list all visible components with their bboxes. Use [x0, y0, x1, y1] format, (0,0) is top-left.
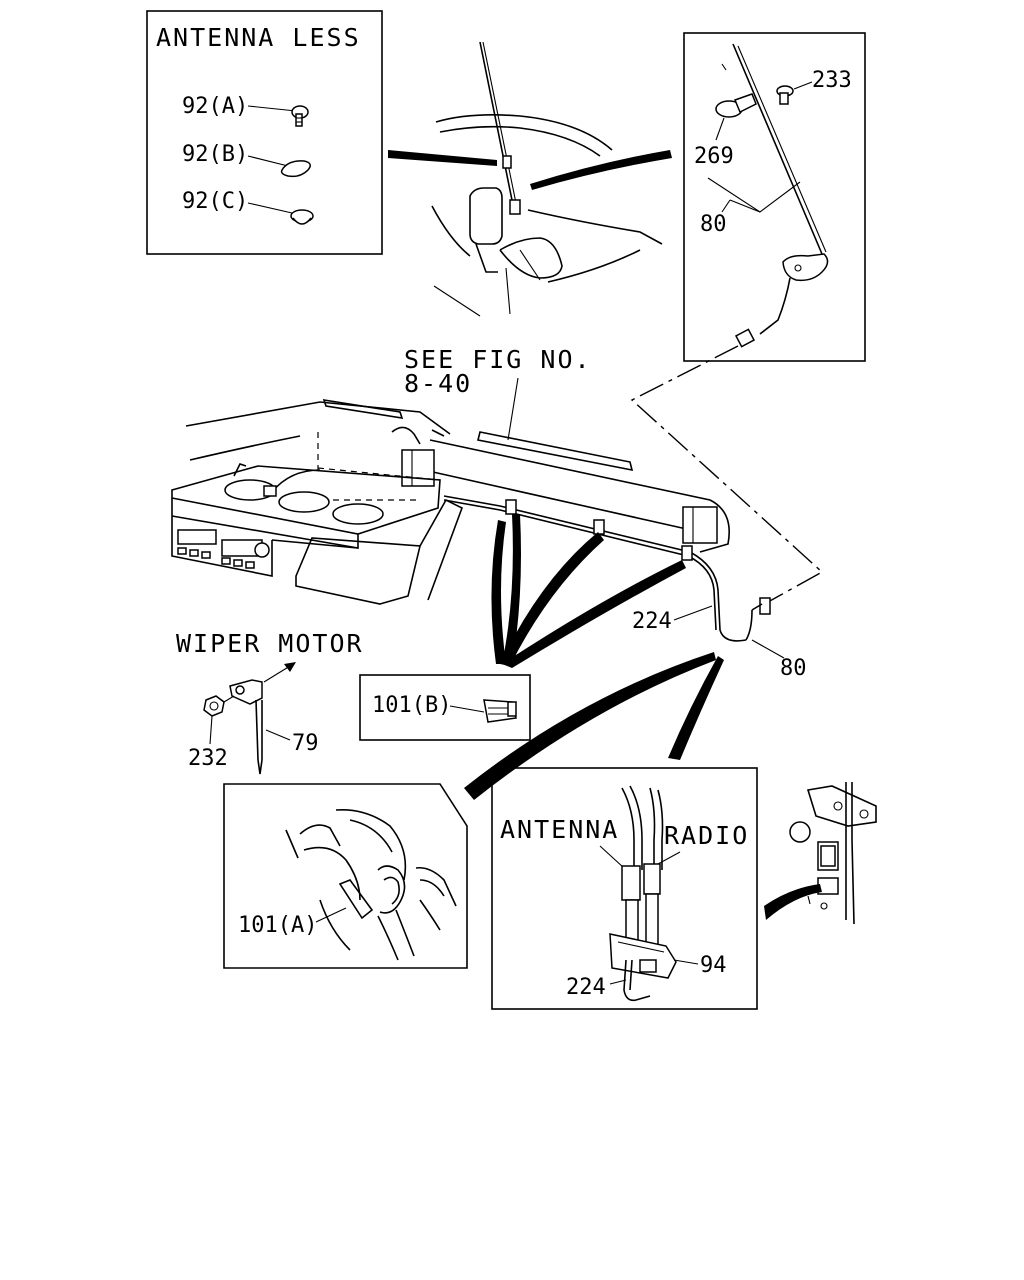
- callout-232: 232: [188, 746, 228, 771]
- antenna-label: ANTENNA: [500, 815, 619, 844]
- callout-80-top: 80: [700, 212, 727, 237]
- callout-269: 269: [694, 144, 734, 169]
- antenna-less-panel: ANTENNA LESS 92(A) 92(B) 92(C): [146, 10, 383, 255]
- antenna-detail-panel: 233 269 80: [683, 32, 866, 362]
- callout-101b: 101(B): [372, 693, 451, 718]
- body-pillar-view: [764, 782, 877, 925]
- see-fig-number: 8-40: [404, 369, 472, 398]
- callout-79: 79: [292, 731, 319, 756]
- cable-routing-line: [630, 345, 824, 603]
- callout-101a: 101(A): [238, 913, 317, 938]
- plug-92c: [290, 209, 314, 225]
- callout-92c: 92(C): [182, 189, 248, 214]
- callout-92a: 92(A): [182, 94, 248, 119]
- callout-233: 233: [812, 68, 852, 93]
- antenna-less-title: ANTENNA LESS: [156, 23, 361, 52]
- callout-224-mid: 224: [632, 609, 672, 634]
- wiper-motor-ground: WIPER MOTOR 232 79: [176, 629, 364, 775]
- callout-92b: 92(B): [182, 142, 248, 167]
- callout-80-mid: 80: [780, 656, 807, 681]
- clip-101a-panel: 101(A): [223, 783, 468, 969]
- screw-233: [776, 85, 794, 105]
- instrument-panel: [171, 399, 771, 642]
- screw-92a: [291, 105, 309, 127]
- callout-94: 94: [700, 953, 727, 978]
- callout-224-inset: 224: [566, 975, 606, 1000]
- radio-label: RADIO: [664, 821, 749, 850]
- fender-antenna-view: [388, 41, 672, 317]
- clip-101b: [483, 699, 517, 723]
- clip-101b-panel: 101(B): [359, 674, 531, 741]
- inset-leader-swooshes: [464, 652, 724, 800]
- plug-92b: [280, 160, 311, 178]
- wiper-motor-label: WIPER MOTOR: [176, 629, 364, 658]
- clip-leader-swooshes: [491, 514, 686, 668]
- see-fig-label: SEE FIG NO.: [404, 345, 592, 374]
- antenna-radio-panel: ANTENNA RADIO 94 224: [491, 767, 758, 1010]
